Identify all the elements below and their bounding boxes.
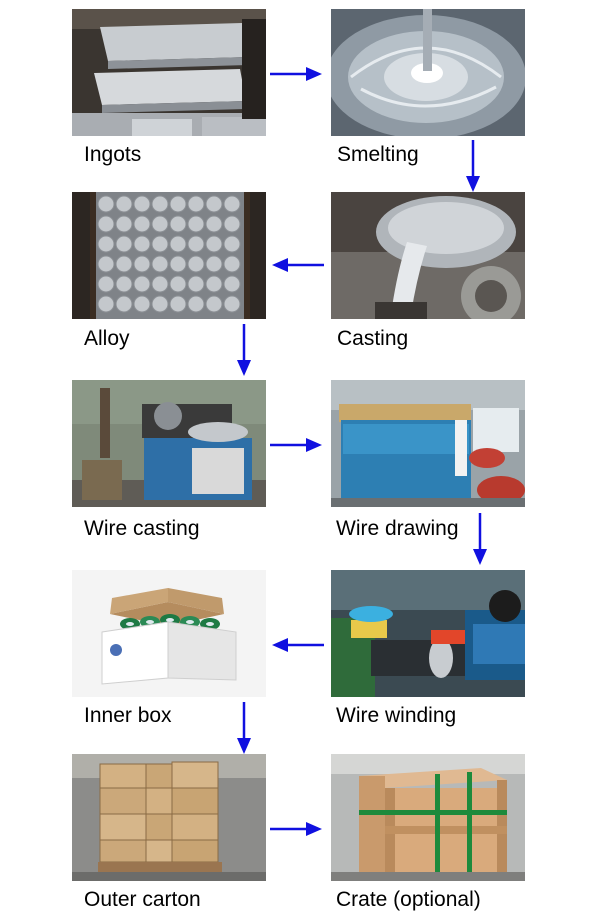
step-label-smelting: Smelting — [337, 143, 419, 166]
arrow-down-icon — [237, 702, 251, 754]
arrow-right-icon — [270, 822, 322, 836]
step-label-alloy: Alloy — [84, 327, 130, 350]
arrow-down-icon — [473, 513, 487, 565]
arrow-down-icon — [237, 324, 251, 376]
arrow-right-icon — [270, 67, 322, 81]
wire-winding-photo — [331, 570, 525, 697]
alloy-photo — [72, 192, 266, 319]
ingots-photo — [72, 9, 266, 136]
crate-photo — [331, 754, 525, 881]
step-label-wire-drawing: Wire drawing — [336, 517, 459, 540]
step-label-wire-casting: Wire casting — [84, 517, 200, 540]
outer-carton-photo — [72, 754, 266, 881]
step-label-wire-winding: Wire winding — [336, 704, 457, 727]
casting-photo — [331, 192, 525, 319]
arrow-left-icon — [272, 258, 324, 272]
step-label-ingots: Ingots — [84, 143, 142, 166]
step-label-inner-box: Inner box — [84, 704, 172, 727]
arrow-left-icon — [272, 638, 324, 652]
arrow-down-icon — [466, 140, 480, 192]
inner-box-photo — [72, 570, 266, 697]
smelting-photo — [331, 9, 525, 136]
step-label-crate: Crate (optional) — [336, 888, 481, 911]
wire-casting-photo — [72, 380, 266, 507]
wire-drawing-photo — [331, 380, 525, 507]
arrow-right-icon — [270, 438, 322, 452]
step-label-outer-carton: Outer carton — [84, 888, 201, 911]
step-label-casting: Casting — [337, 327, 409, 350]
